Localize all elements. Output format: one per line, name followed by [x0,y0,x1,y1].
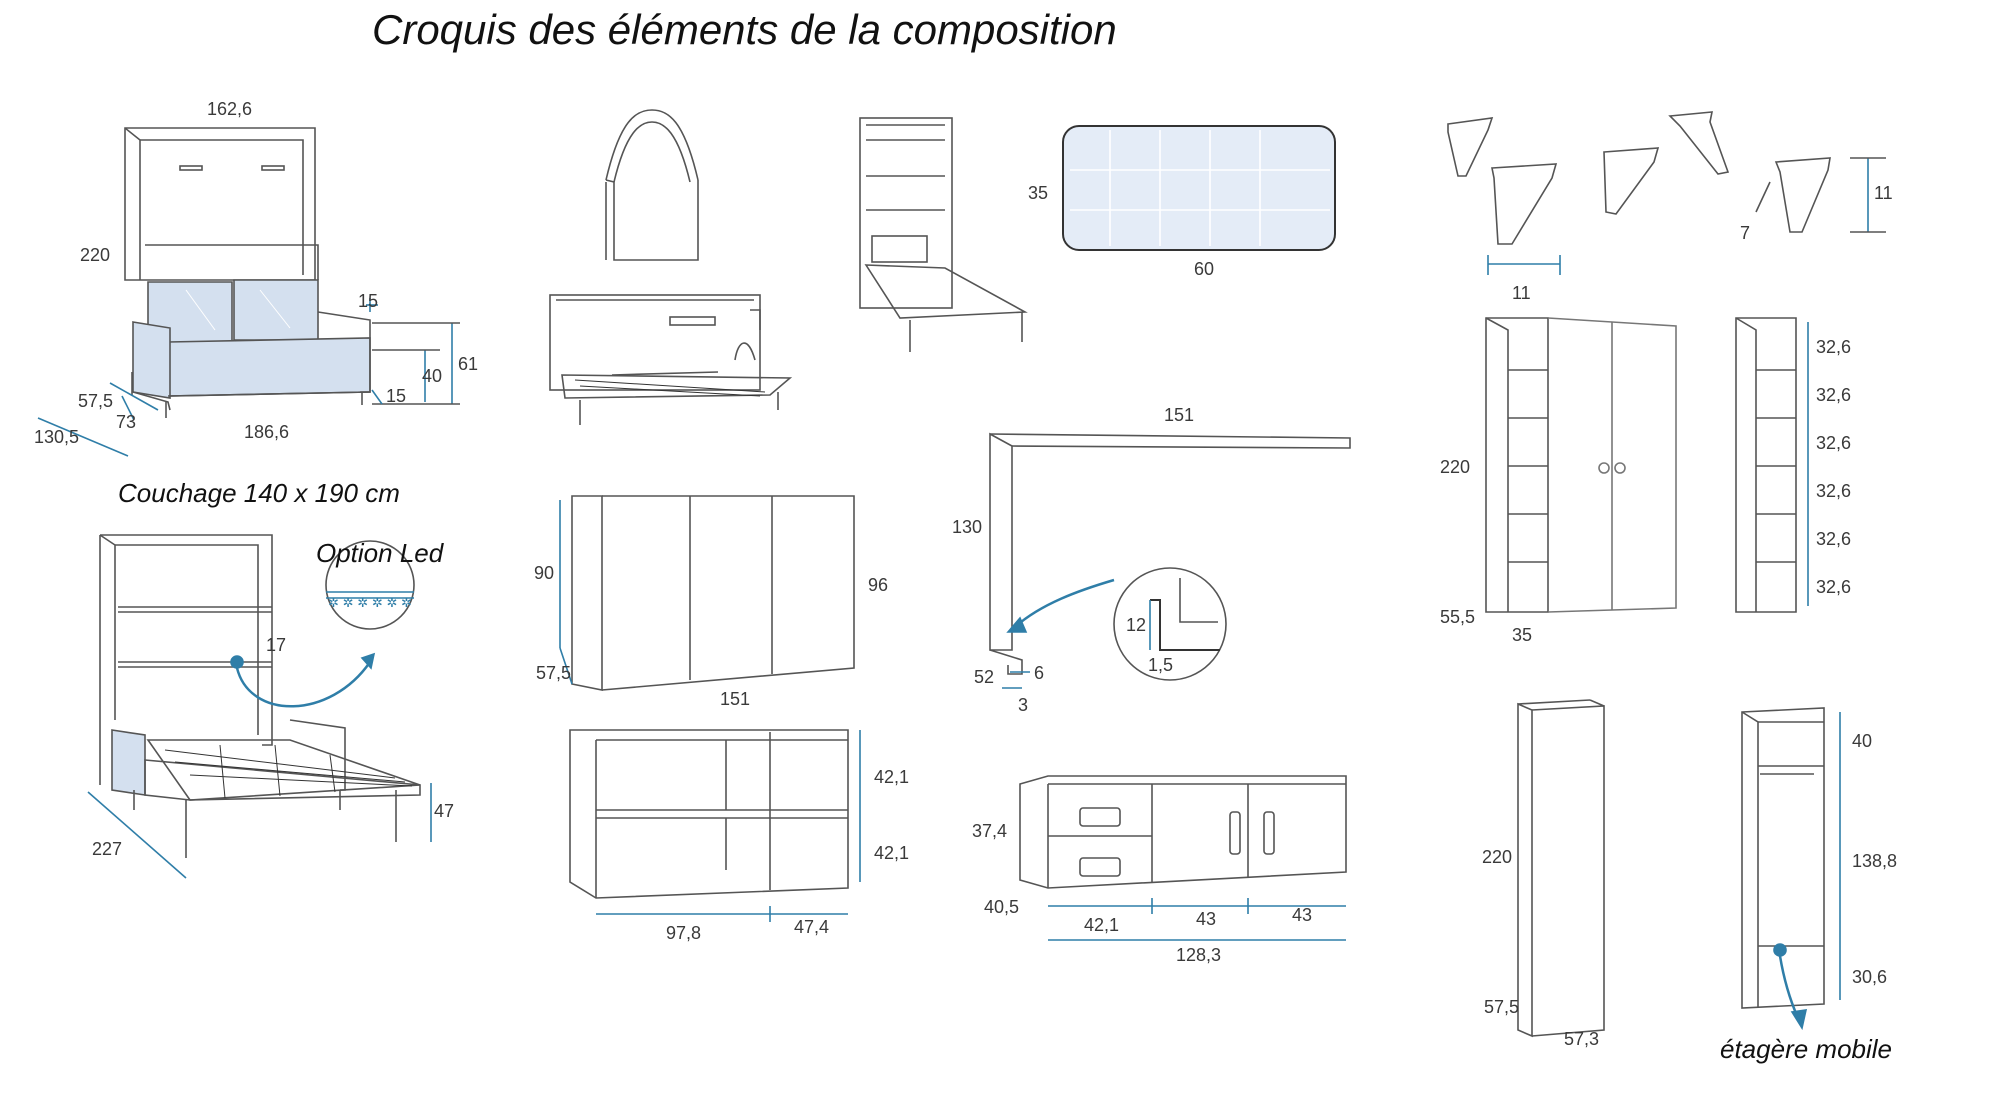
dim-label: 32,6 [1816,577,1852,597]
wall-cabinet [559,495,855,691]
dim-label: 32,6 [1816,385,1852,405]
horizontal-wall-bed [549,294,793,425]
dim-label: 15 [386,386,407,406]
dim-label: 6 [1034,663,1045,683]
led-icon: ✲ [401,595,412,610]
bed-open [87,534,432,879]
dim-label: 186,6 [244,422,290,442]
dim-label: 12 [1126,615,1147,635]
dim-label: 61 [458,354,479,374]
dim-label: 42,1 [1084,915,1120,935]
desk-profile [989,432,1351,689]
open-shelf-unit [569,729,861,922]
dim-label: 151 [720,689,751,709]
dim-label: 43 [1292,905,1313,925]
dim-label: 73 [116,412,137,432]
dim-label: 32,6 [1816,433,1852,453]
dim-label: 40,5 [984,897,1020,917]
caption-etagere-mobile: étagère mobile [1720,1034,1892,1064]
led-icon: ✲ [386,595,398,610]
dim-label: 90 [534,563,555,583]
led-strip: ✲ ✲ ✲ ✲ ✲ ✲ [328,596,412,610]
dim-label: 47 [434,801,455,821]
dim-label: 43 [1196,909,1217,929]
column-open [1741,707,1841,1031]
dim-label: 97,8 [666,923,702,943]
dim-label: 3 [1018,695,1029,715]
dim-label: 35 [1512,625,1533,645]
dim-label: 220 [1482,847,1513,867]
dim-label: 32,6 [1816,529,1852,549]
wardrobe-with-shelf [1485,317,1809,613]
dim-label: 138,8 [1852,851,1898,871]
dim-label: 7 [1740,223,1751,243]
tv-unit [1019,775,1347,941]
headboard-panel [1062,125,1336,251]
dim-label: 47,4 [794,917,830,937]
led-icon: ✲ [357,595,369,610]
dim-label: 227 [92,839,123,859]
dim-label: 17 [266,635,287,655]
dim-label: 57,3 [1564,1029,1600,1049]
dim-label: 162,6 [207,99,253,119]
bed-frame [146,739,421,801]
page-title: Croquis des éléments de la composition [372,6,1117,53]
dim-label: 151 [1164,405,1195,425]
dim-label: 52 [974,667,995,687]
dim-label: 130 [952,517,983,537]
dim-label: 37,4 [972,821,1008,841]
dim-label: 55,5 [1440,607,1476,627]
caption-couchage: Couchage 140 x 190 cm [118,478,400,508]
dim-label: 128,3 [1176,945,1222,965]
dim-label: 130,5 [34,427,80,447]
dim-label: 42,1 [874,767,910,787]
dim-label: 32,6 [1816,337,1852,357]
dim-label: 15 [358,291,379,311]
arch-mirror [605,109,699,261]
dim-label: 1,5 [1148,655,1174,675]
dim-label: 96 [868,575,889,595]
dim-label: 40 [1852,731,1873,751]
led-icon: ✲ [328,595,339,610]
furniture-legs [1447,111,1886,275]
sofa-arm-left [132,321,171,399]
sofa-bed-closed [37,127,460,457]
dim-label: 57,5 [1484,997,1520,1017]
led-icon: ✲ [371,595,383,610]
dim-label: 42,1 [874,843,910,863]
dim-label: 57,5 [536,663,572,683]
dim-label: 11 [1874,183,1893,203]
dim-label: 11 [1512,283,1531,303]
vertical-wall-bed [859,117,1028,352]
led-icon: ✲ [342,595,354,610]
dim-label: 57,5 [78,391,114,411]
dim-label: 220 [80,245,111,265]
dim-label: 30,6 [1852,967,1888,987]
dim-label: 220 [1440,457,1471,477]
column-closed [1517,699,1605,1038]
dim-label: 35 [1028,183,1049,203]
dim-label: 40 [422,366,443,386]
dim-label: 32,6 [1816,481,1852,501]
dim-label: 60 [1194,259,1215,279]
sofa-seat [167,337,371,397]
caption-option-led: Option Led [316,538,444,568]
